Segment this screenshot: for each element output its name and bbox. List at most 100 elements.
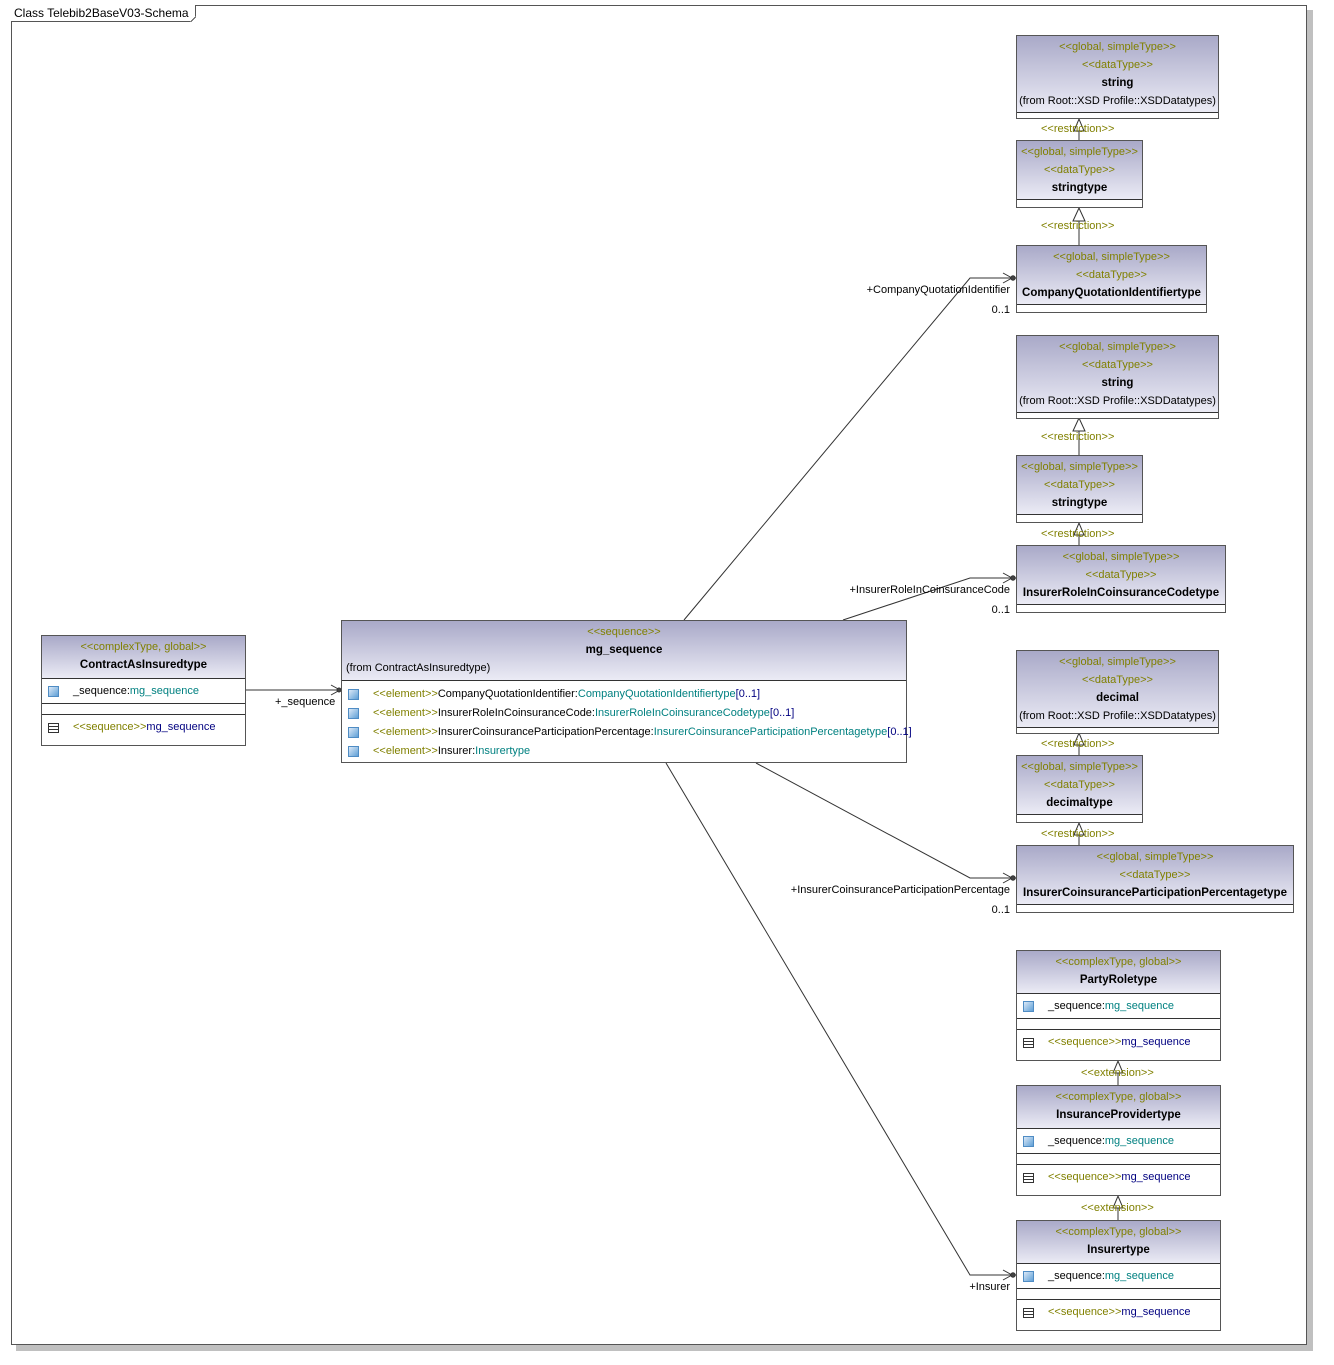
class-name: stringtype — [1051, 182, 1108, 194]
element-icon — [348, 727, 359, 738]
class-header: <<global, simpleType>> <<dataType>> stri… — [1017, 456, 1142, 515]
class-name: PartyRoletype — [1079, 974, 1158, 986]
class-header: <<complexType, global>> PartyRoletype — [1017, 951, 1220, 994]
class-mg-sequence[interactable]: <<sequence>> mg_sequence (from ContractA… — [341, 620, 912, 763]
class-name: Insurertype — [1087, 1244, 1150, 1256]
from-package: (from Root::XSD Profile::XSDDatatypes) — [1019, 395, 1216, 407]
class-string[interactable]: <<global, simpleType>> <<dataType>> stri… — [1016, 335, 1219, 419]
class-insurance-provider-type[interactable]: <<complexType, global>> InsuranceProvide… — [1016, 1085, 1221, 1196]
operation-row[interactable]: <<sequence>> mg_sequence — [1017, 1168, 1220, 1187]
class-name: mg_sequence — [585, 644, 663, 656]
cqi-role-label: +CompanyQuotationIdentifier — [866, 284, 1010, 296]
stereotype-label: <<global, simpleType>> — [1059, 41, 1176, 53]
class-header: <<global, simpleType>> <<dataType>> stri… — [1017, 141, 1142, 200]
class-string[interactable]: <<global, simpleType>> <<dataType>> stri… — [1016, 35, 1219, 119]
class-header: <<global, simpleType>> <<dataType>> deci… — [1017, 756, 1142, 815]
attribute-type: mg_sequence — [1104, 1135, 1174, 1147]
attributes-section: _sequence:mg_sequence — [1017, 1129, 1220, 1154]
class-insurer-role-in-coinsurance-code-type[interactable]: <<global, simpleType>> <<dataType>> Insu… — [1016, 545, 1226, 613]
operation-row[interactable]: <<sequence>> mg_sequence — [42, 718, 245, 737]
element-row[interactable]: <<element>> Insurer:Insurertype — [342, 742, 906, 761]
class-header: <<complexType, global>> InsuranceProvide… — [1017, 1086, 1220, 1129]
element-row[interactable]: <<element>> CompanyQuotationIdentifier:C… — [342, 685, 906, 704]
from-package: (from Root::XSD Profile::XSDDatatypes) — [1019, 95, 1216, 107]
stereotype-label: <<complexType, global>> — [1055, 1091, 1182, 1103]
attribute-name: _sequence: — [1048, 1270, 1105, 1282]
class-company-quotation-identifier-type[interactable]: <<global, simpleType>> <<dataType>> Comp… — [1016, 245, 1207, 313]
sequence-role-label: +_sequence — [275, 696, 336, 708]
stereotype-label: <<complexType, global>> — [80, 641, 207, 653]
class-name: CompanyQuotationIdentifiertype — [1022, 287, 1201, 299]
class-name: string — [1101, 77, 1134, 89]
class-header: <<global, simpleType>> <<dataType>> deci… — [1017, 651, 1218, 728]
attribute-icon — [1023, 1136, 1034, 1147]
insurer-role-label: +Insurer — [969, 1281, 1010, 1293]
element-icon — [348, 708, 359, 719]
operation-icon — [1023, 1307, 1034, 1318]
empty-section — [1017, 1019, 1220, 1030]
from-package: (from Root::XSD Profile::XSDDatatypes) — [1019, 710, 1216, 722]
operation-icon — [1023, 1172, 1034, 1183]
operation-icon — [1023, 1037, 1034, 1048]
operation-name: mg_sequence — [1121, 1171, 1191, 1183]
irc-role-label: +InsurerRoleInCoinsuranceCode — [849, 584, 1010, 596]
element-stereotype: <<element>> — [373, 688, 438, 700]
extension-label: <<extension>> — [1081, 1202, 1154, 1214]
operation-row[interactable]: <<sequence>> mg_sequence — [1017, 1033, 1220, 1052]
class-insurer-coinsurance-participation-percentage-type[interactable]: <<global, simpleType>> <<dataType>> Insu… — [1016, 845, 1294, 913]
stereotype-label: <<sequence>> — [587, 626, 661, 638]
class-decimaltype[interactable]: <<global, simpleType>> <<dataType>> deci… — [1016, 755, 1143, 823]
datatype-label: <<dataType>> — [1044, 479, 1115, 491]
restriction-label: <<restriction>> — [1041, 738, 1115, 750]
datatype-label: <<dataType>> — [1119, 869, 1191, 881]
class-header: <<complexType, global>> ContractAsInsure… — [42, 636, 245, 679]
element-row[interactable]: <<element>> InsurerCoinsuranceParticipat… — [342, 723, 912, 742]
attribute-row[interactable]: _sequence:mg_sequence — [1017, 997, 1220, 1016]
element-multiplicity: [0..1] — [735, 688, 761, 700]
operation-name: mg_sequence — [146, 721, 216, 733]
class-header: <<global, simpleType>> <<dataType>> Comp… — [1017, 246, 1206, 305]
attribute-row[interactable]: _sequence:mg_sequence — [42, 682, 245, 701]
stereotype-label: <<global, simpleType>> — [1059, 341, 1176, 353]
element-type: CompanyQuotationIdentifiertype — [577, 688, 736, 700]
icpp-multiplicity: 0..1 — [991, 904, 1010, 916]
element-name: InsurerRoleInCoinsuranceCode: — [437, 707, 595, 719]
attribute-type: mg_sequence — [129, 685, 199, 697]
attribute-row[interactable]: _sequence:mg_sequence — [1017, 1132, 1220, 1151]
class-header: <<global, simpleType>> <<dataType>> stri… — [1017, 36, 1218, 113]
icpp-role-label: +InsurerCoinsuranceParticipationPercenta… — [790, 884, 1010, 896]
attribute-name: _sequence: — [1048, 1135, 1105, 1147]
elements-list: <<element>> CompanyQuotationIdentifier:C… — [342, 681, 912, 761]
element-name: CompanyQuotationIdentifier: — [437, 688, 578, 700]
class-stringtype[interactable]: <<global, simpleType>> <<dataType>> stri… — [1016, 455, 1143, 523]
class-name: stringtype — [1051, 497, 1108, 509]
class-contract-as-insured[interactable]: <<complexType, global>> ContractAsInsure… — [41, 635, 246, 746]
element-row[interactable]: <<element>> InsurerRoleInCoinsuranceCode… — [342, 704, 906, 723]
attributes-section: _sequence:mg_sequence — [1017, 1264, 1220, 1289]
class-name: decimaltype — [1046, 797, 1113, 809]
attribute-row[interactable]: _sequence:mg_sequence — [1017, 1267, 1220, 1286]
class-header: <<complexType, global>> Insurertype — [1017, 1221, 1220, 1264]
stereotype-label: <<global, simpleType>> — [1053, 251, 1170, 263]
class-stringtype[interactable]: <<global, simpleType>> <<dataType>> stri… — [1016, 140, 1143, 208]
attribute-icon — [48, 686, 59, 697]
stereotype-label: <<global, simpleType>> — [1021, 761, 1138, 773]
element-name: Insurer: — [437, 745, 476, 757]
class-decimal[interactable]: <<global, simpleType>> <<dataType>> deci… — [1016, 650, 1219, 734]
restriction-label: <<restriction>> — [1041, 528, 1115, 540]
class-insurer-type[interactable]: <<complexType, global>> Insurertype _seq… — [1016, 1220, 1221, 1331]
empty-section — [1017, 1154, 1220, 1165]
attribute-type: mg_sequence — [1104, 1000, 1174, 1012]
class-party-role-type[interactable]: <<complexType, global>> PartyRoletype _s… — [1016, 950, 1221, 1061]
stereotype-label: <<global, simpleType>> — [1059, 656, 1176, 668]
class-name: InsurerCoinsuranceParticipationPercentag… — [1023, 887, 1287, 899]
class-name: decimal — [1096, 692, 1139, 704]
stereotype-label: <<global, simpleType>> — [1021, 461, 1138, 473]
class-name: string — [1101, 377, 1134, 389]
restriction-label: <<restriction>> — [1041, 123, 1115, 135]
element-multiplicity: [0..1] — [769, 707, 795, 719]
operation-row[interactable]: <<sequence>> mg_sequence — [1017, 1303, 1220, 1322]
stereotype-label: <<global, simpleType>> — [1062, 551, 1180, 563]
irc-multiplicity: 0..1 — [991, 604, 1010, 616]
operation-icon — [48, 722, 59, 733]
